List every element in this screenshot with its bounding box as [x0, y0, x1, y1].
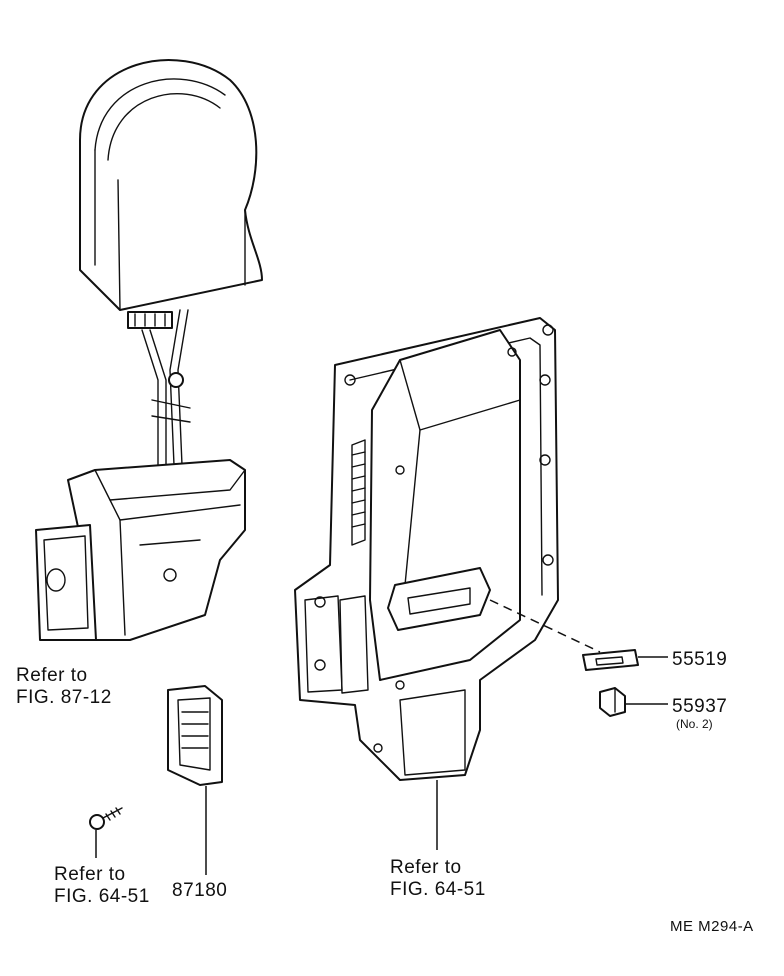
duct-head-unit: [79, 59, 263, 329]
figure-code: ME M294-A: [670, 918, 754, 935]
knob-note: (No. 2): [676, 717, 713, 731]
vent-part-number: 87180: [172, 880, 228, 901]
main-panel-assembly: [294, 317, 559, 850]
panel-ref-line1: Refer to: [390, 857, 462, 878]
screw: [89, 807, 123, 858]
screw-ref-line2: FIG. 64-51: [54, 886, 150, 907]
knob-55937: [599, 687, 668, 717]
plate-55519: [489, 599, 668, 671]
duct-left-ref-line2: FIG. 87-12: [16, 687, 112, 708]
knob-part-number: 55937: [672, 696, 728, 717]
duct-left-ref-line1: Refer to: [16, 665, 88, 686]
plate-part-number: 55519: [672, 649, 728, 670]
vent-87180: [167, 685, 223, 875]
connecting-rods: [141, 309, 191, 466]
panel-ref-line2: FIG. 64-51: [390, 879, 486, 900]
lower-duct-left: [35, 459, 246, 641]
screw-ref-line1: Refer to: [54, 864, 126, 885]
